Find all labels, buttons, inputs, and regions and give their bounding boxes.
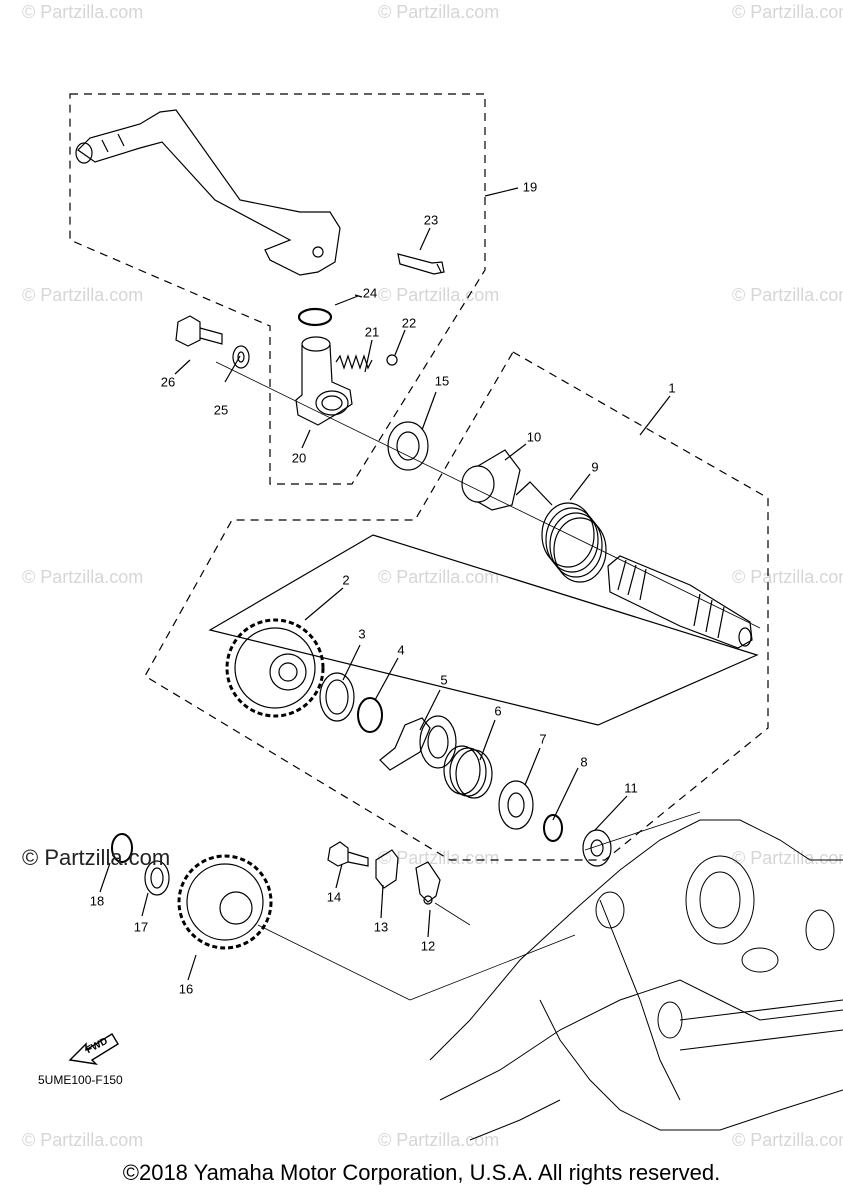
washer-11	[582, 829, 612, 867]
callout-18: 18	[89, 893, 105, 909]
callout-13: 13	[373, 919, 389, 935]
ratchet-guide	[375, 849, 399, 889]
callout-19: 19	[522, 179, 538, 195]
watermark: © Partzilla.com	[378, 285, 500, 305]
washer	[232, 345, 250, 369]
callout-10: 10	[526, 429, 542, 445]
copyright-notice: ©2018 Yamaha Motor Corporation, U.S.A. A…	[122, 1160, 721, 1185]
kick-shaft	[607, 555, 753, 649]
watermark-strong: © Partzilla.com	[22, 845, 171, 870]
gear-subassembly-box	[208, 534, 759, 726]
kick-gear	[225, 618, 325, 718]
idle-gear-circlip	[111, 833, 133, 863]
callout-6: 6	[494, 703, 502, 719]
callout-26: 26	[160, 374, 176, 390]
watermark: © Partzilla.com	[378, 567, 500, 587]
watermark: © Partzilla.com	[732, 567, 843, 587]
callout-12: 12	[420, 938, 436, 954]
callout-14: 14	[326, 889, 342, 905]
watermark: © Partzilla.com	[378, 848, 500, 868]
circlip	[357, 697, 383, 733]
callout-9: 9	[591, 459, 599, 475]
idle-gear	[177, 854, 273, 950]
spring-guide-washer	[498, 780, 534, 830]
callout-11: 11	[624, 780, 638, 796]
watermark: © Partzilla.com	[732, 2, 843, 22]
torsion-spring	[515, 481, 607, 583]
diagram-code: 5UME100-F150	[38, 1073, 123, 1087]
kick-crank-lever	[75, 109, 341, 276]
collar	[461, 449, 521, 511]
callout-22: 22	[401, 315, 417, 331]
guide-bolt	[327, 841, 369, 867]
circlip-8	[543, 814, 563, 842]
o-ring	[297, 307, 333, 327]
callout-23: 23	[423, 212, 439, 228]
kick-clip	[415, 861, 441, 903]
callout-5: 5	[440, 672, 448, 688]
watermark: © Partzilla.com	[22, 567, 144, 587]
fwd-arrow-icon	[68, 1033, 119, 1066]
ratchet-spring	[443, 745, 493, 799]
lever-bolt	[397, 253, 445, 275]
small-spring	[335, 354, 373, 370]
kick-shaft-assembly-outline	[144, 351, 769, 861]
callout-1: 1	[668, 380, 676, 396]
callout-8: 8	[580, 754, 588, 770]
callout-20: 20	[291, 450, 307, 466]
idle-gear-washer	[144, 860, 170, 896]
callout-7: 7	[539, 731, 547, 747]
flange-bolt	[175, 315, 223, 347]
callout-17: 17	[133, 919, 149, 935]
watermark: © Partzilla.com	[732, 848, 843, 868]
steel-ball	[386, 354, 398, 366]
kick-lever-assembly-outline	[69, 93, 486, 485]
callout-4: 4	[397, 642, 405, 658]
watermark: © Partzilla.com	[22, 2, 144, 22]
oil-seal	[387, 421, 429, 471]
ratchet-wheel	[379, 715, 457, 771]
kick-boss	[295, 336, 353, 426]
callout-16: 16	[178, 981, 194, 997]
callout-25: 25	[213, 402, 229, 418]
callout-24: 24	[362, 285, 378, 301]
watermark: © Partzilla.com	[378, 2, 500, 22]
plain-washer	[319, 672, 355, 722]
callout-15: 15	[434, 373, 450, 389]
crankcase-outline	[429, 819, 843, 1141]
callout-3: 3	[358, 626, 366, 642]
callout-21: 21	[364, 324, 380, 340]
watermark: © Partzilla.com	[732, 1130, 843, 1150]
watermark: © Partzilla.com	[732, 285, 843, 305]
watermark: © Partzilla.com	[378, 1130, 500, 1150]
callout-2: 2	[342, 572, 350, 588]
watermark: © Partzilla.com	[22, 285, 144, 305]
watermark: © Partzilla.com	[22, 1130, 144, 1150]
